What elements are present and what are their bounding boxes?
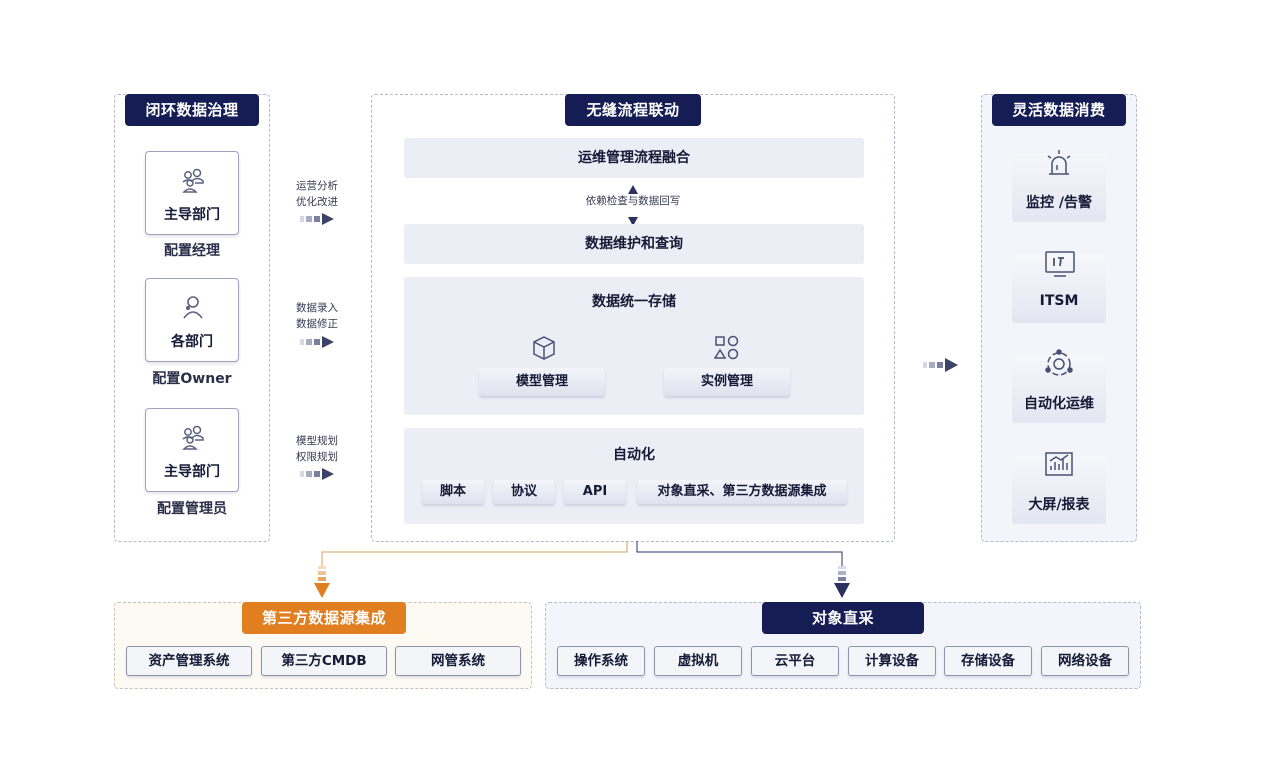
cube-icon: [531, 335, 557, 365]
alarm-light-icon: [1044, 148, 1074, 182]
process-linkage-panel: 无缝流程联动 运维管理流程融合 依赖检查与数据回写 数据维护和查询 数据统一存储…: [371, 94, 895, 542]
role-label-config-owner: 配置Owner: [152, 371, 232, 387]
third-party-integration-panel: 第三方数据源集成 资产管理系统 第三方CMDB 网管系统: [114, 602, 532, 689]
automation-gear-icon: [1044, 349, 1074, 383]
panel-title-process-linkage: 无缝流程联动: [565, 94, 701, 126]
report-chart-icon: [1044, 450, 1074, 484]
unified-storage-block: 数据统一存储 模型管理 实例管理: [404, 277, 864, 415]
panel-title-governance: 闭环数据治理: [125, 94, 259, 126]
role-name: 主导部门: [164, 464, 220, 480]
dependency-note: 依赖检查与数据回写: [585, 195, 681, 207]
arrow-right-icon: [300, 465, 336, 484]
data-consumption-panel: 灵活数据消费 监控 /告警 ITSM 自动化运维: [981, 94, 1137, 542]
note-data-entry: 数据录入数据修正: [296, 302, 338, 330]
panel-title-direct-collection: 对象直采: [762, 602, 924, 634]
it-monitor-icon: [1044, 249, 1076, 283]
script-button[interactable]: 脚本: [422, 480, 484, 504]
automation-block: 自动化 脚本 协议 API 对象直采、第三方数据源集成: [404, 428, 864, 524]
panel-title-third-party: 第三方数据源集成: [242, 602, 406, 634]
network-device-tag[interactable]: 网络设备: [1041, 646, 1129, 676]
protocol-button[interactable]: 协议: [493, 480, 555, 504]
item-label: 自动化运维: [1024, 396, 1094, 412]
role-name: 各部门: [171, 334, 213, 350]
storage-device-tag[interactable]: 存储设备: [944, 646, 1032, 676]
api-button[interactable]: API: [564, 480, 626, 504]
dashboard-report-item[interactable]: 大屏/报表: [1012, 452, 1106, 524]
note-model-planning: 模型规划权限规划: [296, 435, 338, 463]
role-label-config-manager: 配置经理: [164, 243, 220, 259]
compute-device-tag[interactable]: 计算设备: [848, 646, 936, 676]
asset-management-system-tag[interactable]: 资产管理系统: [126, 646, 252, 676]
itsm-item[interactable]: ITSM: [1012, 251, 1106, 323]
os-tag[interactable]: 操作系统: [557, 646, 645, 676]
panel-title-consumption: 灵活数据消费: [992, 94, 1126, 126]
group-users-icon: [179, 166, 207, 198]
arrow-right-icon: [300, 210, 336, 229]
group-users-icon: [179, 423, 207, 455]
arrow-right-icon: [300, 333, 336, 352]
direct-collection-panel: 对象直采 操作系统 虚拟机 云平台 计算设备 存储设备 网络设备: [545, 602, 1141, 689]
role-card-departments[interactable]: 各部门: [145, 278, 239, 362]
direct-collection-integration-button[interactable]: 对象直采、第三方数据源集成: [637, 480, 847, 504]
role-label-config-admin: 配置管理员: [157, 501, 227, 517]
arrow-right-icon: [923, 357, 959, 376]
role-card-lead-dept-1[interactable]: 主导部门: [145, 151, 239, 235]
vm-tag[interactable]: 虚拟机: [654, 646, 742, 676]
automation-ops-item[interactable]: 自动化运维: [1012, 349, 1106, 423]
instance-management-button[interactable]: 实例管理: [664, 368, 790, 396]
note-ops-analysis: 运营分析优化改进: [296, 180, 338, 208]
monitoring-alert-item[interactable]: 监控 /告警: [1012, 150, 1106, 222]
storage-title: 数据统一存储: [592, 294, 676, 310]
role-name: 主导部门: [164, 207, 220, 223]
data-query-bar: 数据维护和查询: [404, 224, 864, 264]
model-management-button[interactable]: 模型管理: [479, 368, 605, 396]
network-management-system-tag[interactable]: 网管系统: [395, 646, 521, 676]
item-label: 监控 /告警: [1026, 195, 1092, 211]
user-icon: [179, 293, 207, 325]
up-arrow-icon: [628, 180, 638, 199]
item-label: ITSM: [1039, 293, 1079, 309]
closed-loop-governance-panel: 闭环数据治理 主导部门 配置经理 各部门 配置Owner 主导部门 配置管理员: [114, 94, 270, 542]
ops-process-bar: 运维管理流程融合: [404, 138, 864, 178]
automation-title: 自动化: [613, 447, 655, 463]
cloud-platform-tag[interactable]: 云平台: [751, 646, 839, 676]
down-arrow-icon: [628, 211, 638, 230]
third-party-cmdb-tag[interactable]: 第三方CMDB: [261, 646, 387, 676]
role-card-lead-dept-2[interactable]: 主导部门: [145, 408, 239, 492]
shapes-icon: [713, 335, 740, 365]
item-label: 大屏/报表: [1028, 497, 1090, 513]
